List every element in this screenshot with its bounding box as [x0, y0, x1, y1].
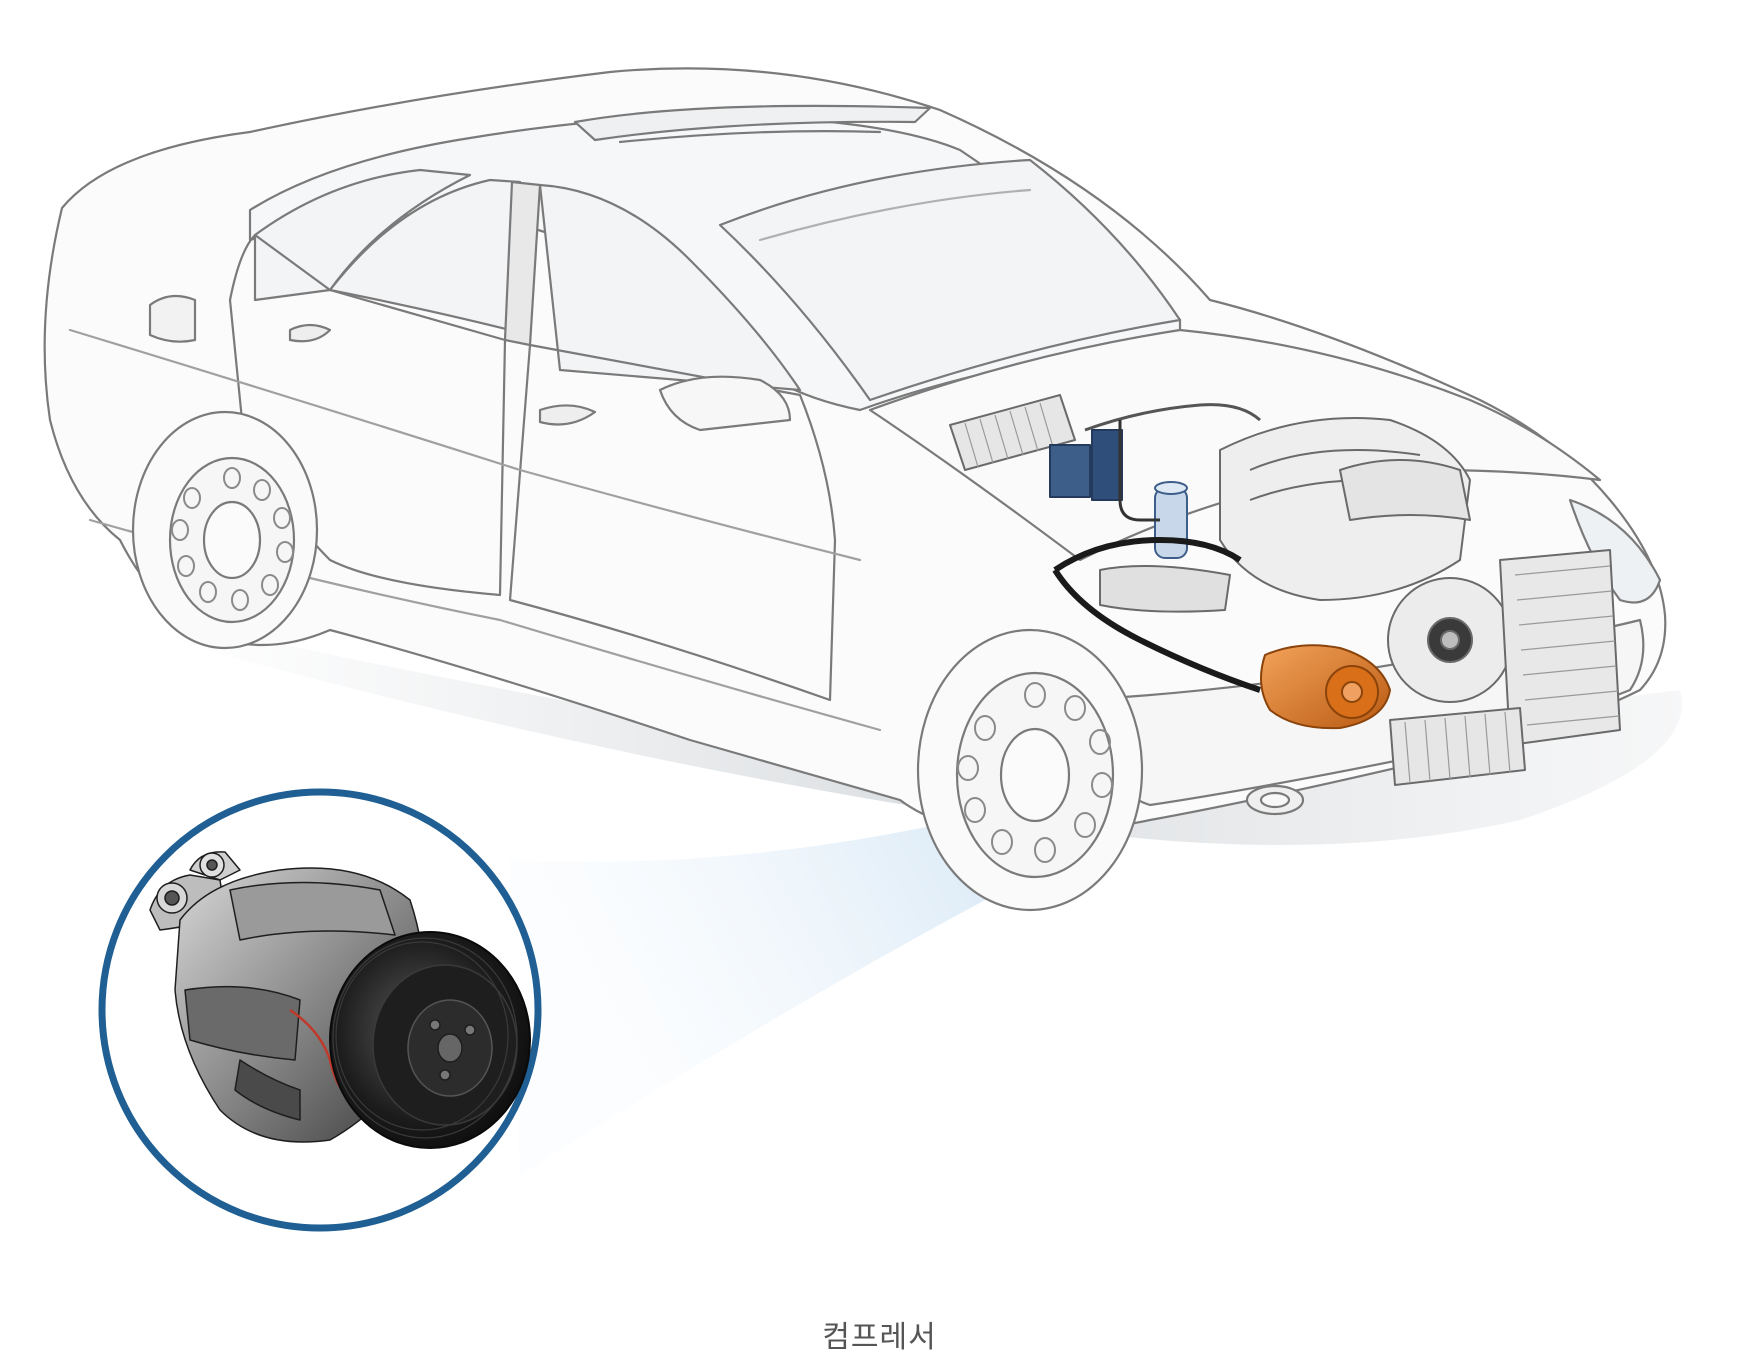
ac-compressor-icon	[149, 851, 531, 1149]
engine-bay	[949, 394, 1621, 786]
compressor-in-car	[1260, 644, 1391, 730]
diagram-caption: 컴프레서	[822, 1320, 937, 1355]
car-ac-diagram	[43, 67, 1682, 1232]
front-wheel-holes	[957, 682, 1113, 863]
rear-wheel-holes	[171, 467, 294, 611]
